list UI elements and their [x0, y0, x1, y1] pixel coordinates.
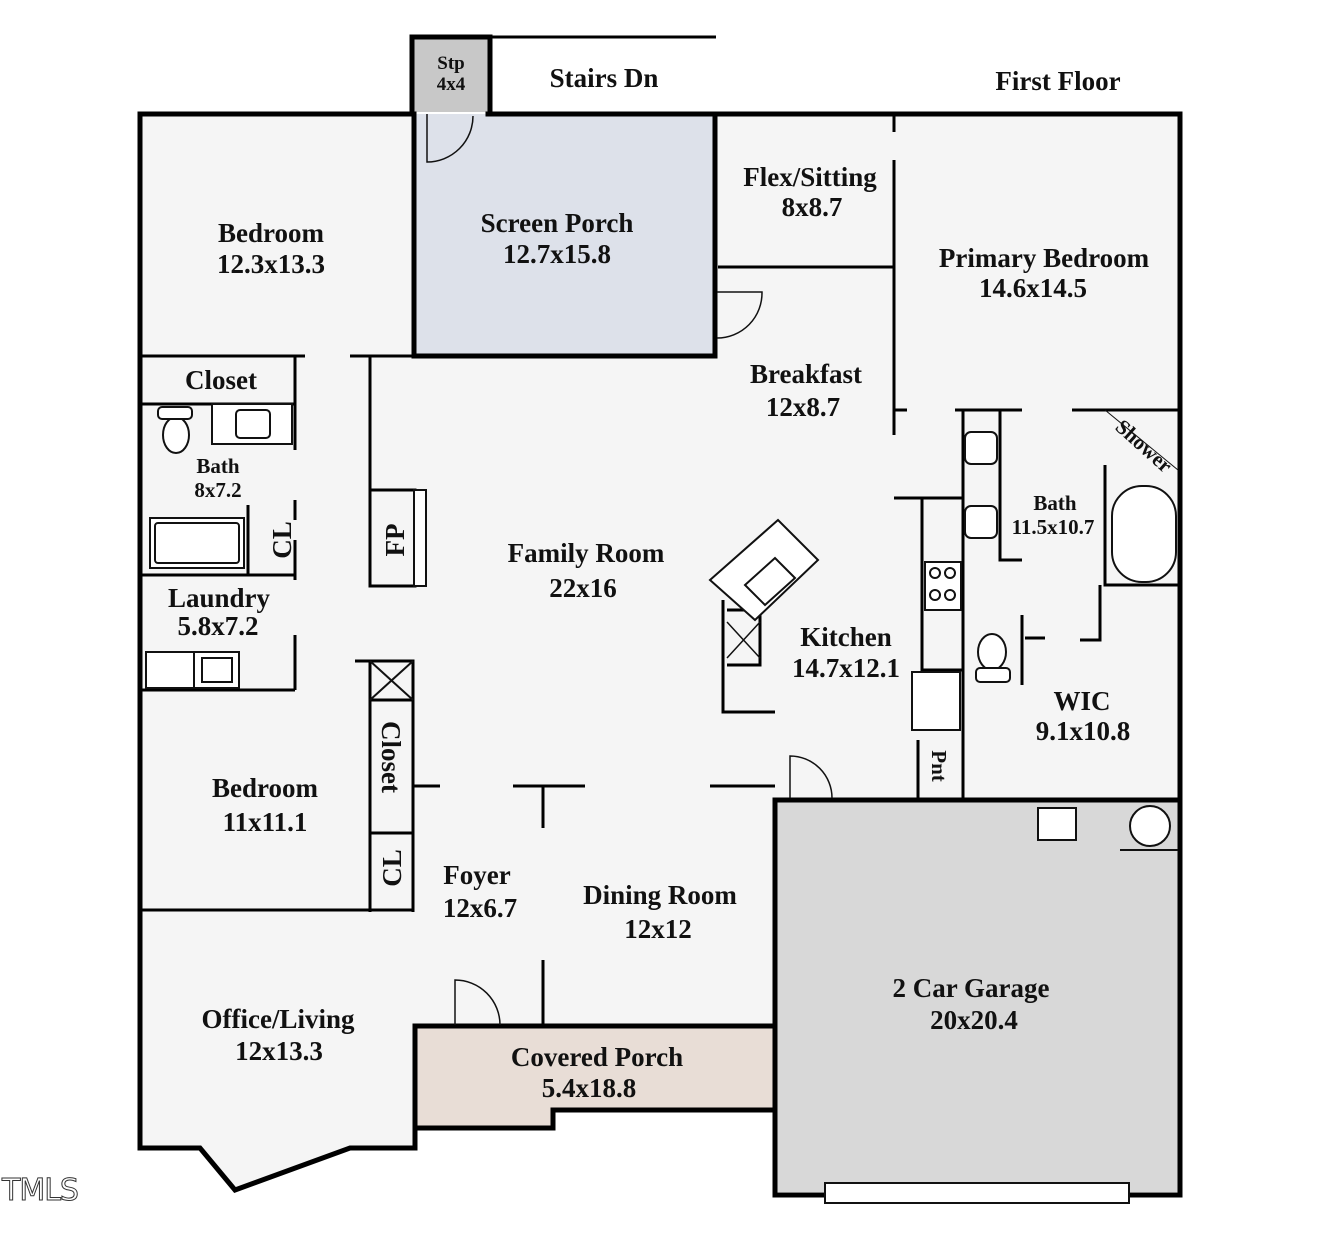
house-floor [140, 114, 1178, 1190]
wic-size: 9.1x10.8 [1036, 716, 1131, 746]
foyer-name: Foyer [443, 860, 510, 890]
family-room-size: 22x16 [549, 573, 617, 603]
flex-sitting-size: 8x8.7 [782, 192, 843, 222]
screen-porch-fill [414, 114, 715, 356]
office-living-size: 12x13.3 [235, 1036, 323, 1066]
closet-c-name: Closet [376, 721, 406, 793]
range [924, 561, 962, 611]
pnt-name: Pnt [927, 750, 951, 782]
dining-room-size: 12x12 [624, 914, 692, 944]
stairs-label: Stairs Dn [550, 63, 659, 93]
fridge [911, 671, 961, 731]
cl-w-name: CL [267, 521, 297, 559]
step-fill [413, 37, 489, 112]
covered-porch-name: Covered Porch [511, 1042, 683, 1072]
bedroom-sw-name: Bedroom [212, 773, 319, 803]
wic-name: WIC [1053, 686, 1110, 716]
toilet-w [162, 416, 190, 454]
family-room-name: Family Room [508, 538, 665, 568]
bedroom-sw-size: 11x11.1 [223, 807, 308, 837]
flex-sitting-name: Flex/Sitting [743, 162, 877, 192]
garage-size: 20x20.4 [930, 1005, 1018, 1035]
walls [137, 34, 1183, 1198]
step-name: Stp [437, 53, 464, 74]
sink-2 [964, 505, 998, 539]
laundry-size: 5.8x7.2 [178, 611, 259, 641]
mls-watermark: TMLS [1, 1173, 78, 1208]
covered-porch-fill [415, 1028, 773, 1128]
bath-w-name: Bath [196, 454, 240, 478]
step-size: 4x4 [437, 74, 466, 95]
fixtures [145, 403, 1179, 1204]
sink-1 [964, 431, 998, 465]
labels: Stp 4x4 Stairs Dn First Floor Bedroom 12… [1, 53, 1178, 1209]
tub-primary [1111, 485, 1177, 583]
water-heater-box [1037, 807, 1077, 841]
garage-door [824, 1182, 1130, 1204]
fp-name: FP [380, 524, 410, 557]
floor-title: First Floor [995, 66, 1120, 96]
bedroom-nw-name: Bedroom [218, 218, 325, 248]
breakfast-size: 12x8.7 [766, 392, 840, 422]
foyer-size: 12x6.7 [443, 893, 517, 923]
water-heater [1129, 805, 1171, 847]
kitchen-size: 14.7x12.1 [792, 653, 900, 683]
garage-name: 2 Car Garage [893, 973, 1050, 1003]
garage-fill [775, 802, 1178, 1192]
office-living-name: Office/Living [202, 1004, 355, 1034]
covered-porch-size: 5.4x18.8 [542, 1073, 637, 1103]
cl-c-name: CL [377, 849, 407, 887]
breakfast-name: Breakfast [750, 359, 862, 389]
toilet-primary [977, 633, 1007, 671]
screen-porch-name: Screen Porch [481, 208, 634, 238]
primary-bedroom-size: 14.6x14.5 [979, 273, 1087, 303]
dining-room-name: Dining Room [583, 880, 737, 910]
screen-porch-size: 12.7x15.8 [503, 239, 611, 269]
bedroom-nw-size: 12.3x13.3 [217, 249, 325, 279]
bath-w-size: 8x7.2 [194, 478, 241, 502]
washer [145, 651, 195, 689]
kitchen-name: Kitchen [800, 622, 892, 652]
primary-bedroom-name: Primary Bedroom [939, 243, 1150, 273]
bath-primary-size: 11.5x10.7 [1012, 515, 1095, 539]
bath-primary-name: Bath [1033, 491, 1077, 515]
door-swings [426, 114, 833, 1026]
closet-w-name: Closet [185, 365, 257, 395]
laundry-name: Laundry [168, 583, 271, 613]
room-fills [140, 37, 1178, 1192]
